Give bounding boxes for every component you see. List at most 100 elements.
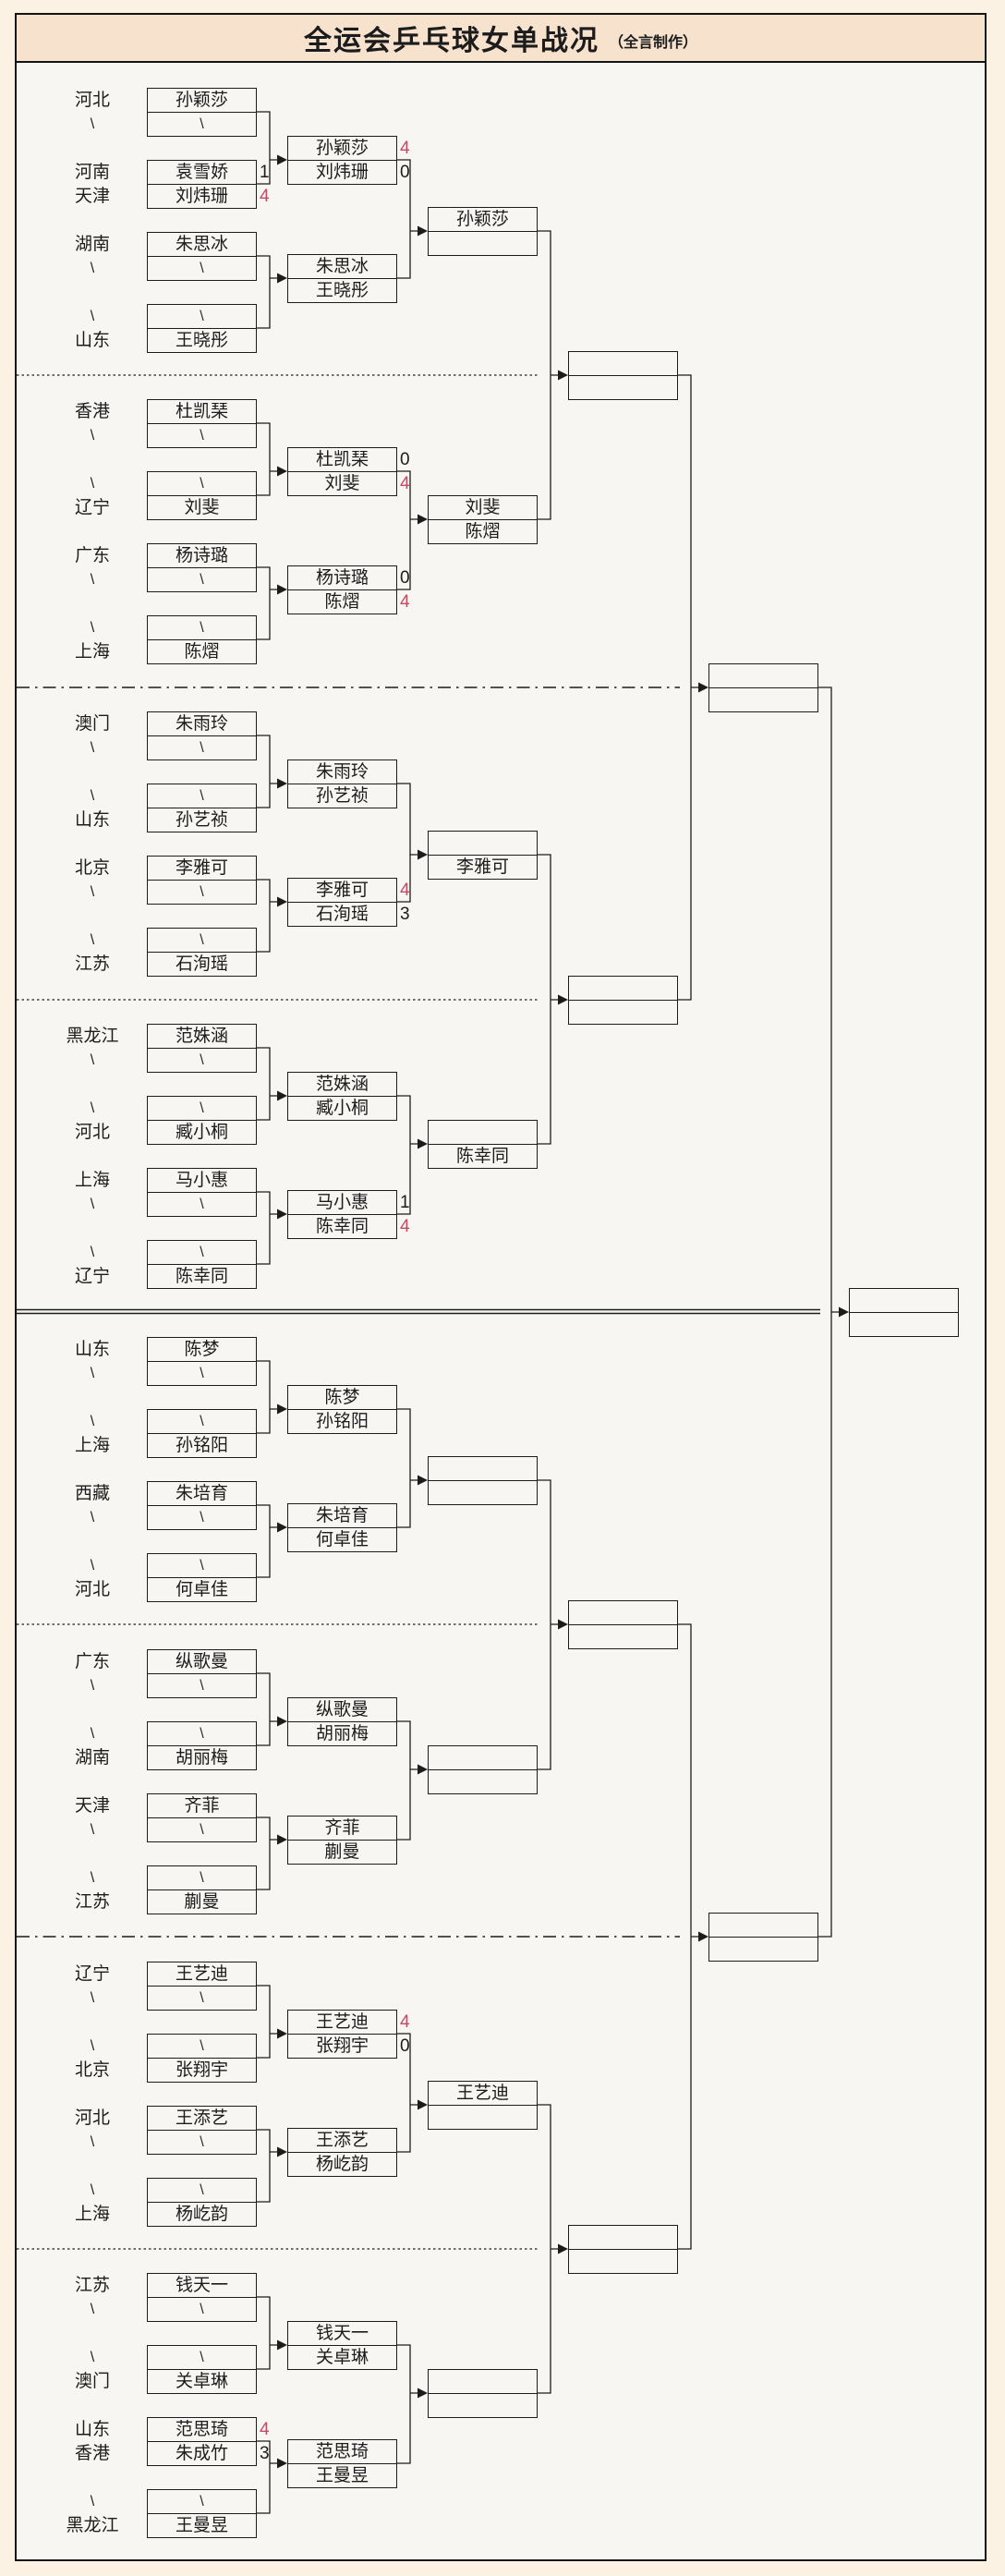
connector-line <box>257 1191 279 1265</box>
empty-box <box>428 1480 538 1505</box>
player-box: 王晓彤 <box>147 328 257 353</box>
bye-label: \ <box>90 261 95 276</box>
connector-line <box>257 2129 279 2203</box>
player-box: 胡丽梅 <box>287 1721 397 1746</box>
player-box: 钱天一 <box>147 2273 257 2298</box>
player-box: 袁雪娇 <box>147 160 257 185</box>
bye-box: \ <box>147 1817 257 1842</box>
arrow-icon <box>698 1931 708 1942</box>
bye-label: \ <box>90 1414 95 1429</box>
player-box: 蒯曼 <box>287 1840 397 1865</box>
bye-label: \ <box>90 476 95 492</box>
bye-box: \ <box>147 1505 257 1530</box>
bye-box: \ <box>147 784 257 808</box>
connector-line <box>257 1817 279 1890</box>
empty-box <box>428 1745 538 1770</box>
player-box: 齐菲 <box>147 1793 257 1818</box>
arrow-icon <box>418 1475 428 1486</box>
province-label: 山东 <box>74 1340 110 1359</box>
empty-box <box>708 687 818 712</box>
province-label: 澳门 <box>74 714 110 734</box>
player-box: 纵歌曼 <box>287 1697 397 1722</box>
player-box: 杨诗璐 <box>287 565 397 590</box>
bye-label: \ <box>90 572 95 588</box>
connector-line <box>257 422 279 496</box>
bye-box: \ <box>147 304 257 329</box>
player-box: 王添艺 <box>287 2128 397 2153</box>
province-label: 上海 <box>74 1171 110 1190</box>
bye-label: \ <box>90 2182 95 2198</box>
player-box: 杨屹韵 <box>147 2202 257 2227</box>
score-label: 4 <box>400 1217 410 1236</box>
player-box: 杜凯琹 <box>287 447 397 472</box>
score-label: 1 <box>400 1193 410 1212</box>
player-box: 蒯曼 <box>147 1889 257 1914</box>
player-box: 范思琦 <box>147 2417 257 2442</box>
empty-box <box>849 1312 959 1337</box>
province-label: 澳门 <box>74 2372 110 2391</box>
player-box: 朱雨玲 <box>287 759 397 784</box>
player-box: 孙铭阳 <box>287 1409 397 1434</box>
player-box: 何卓佳 <box>287 1527 397 1552</box>
bye-label: \ <box>90 116 95 132</box>
player-box: 范姝涵 <box>287 1072 397 1097</box>
bye-box: \ <box>147 112 257 137</box>
player-box: 朱培育 <box>287 1503 397 1528</box>
empty-box <box>428 1769 538 1794</box>
empty-box <box>428 2393 538 2418</box>
arrow-icon <box>277 2146 287 2157</box>
province-label: 湖南 <box>74 235 110 254</box>
player-box: 陈幸同 <box>287 1214 397 1239</box>
arrow-icon <box>277 1834 287 1845</box>
player-box: 王艺迪 <box>428 2081 538 2106</box>
arrow-icon <box>277 2028 287 2039</box>
player-box: 石洵瑶 <box>147 952 257 977</box>
arrow-icon <box>277 1716 287 1727</box>
bye-label: \ <box>90 1558 95 1574</box>
score-label: 0 <box>400 163 410 182</box>
province-label: 江苏 <box>74 1892 110 1912</box>
connector-line <box>397 2344 419 2464</box>
empty-box <box>568 375 678 400</box>
bye-label: \ <box>90 1052 95 1068</box>
connector-line <box>257 1360 279 1434</box>
province-label: 湖南 <box>74 1748 110 1768</box>
player-box: 王添艺 <box>147 2106 257 2131</box>
connector-line <box>397 1720 419 1841</box>
bye-box: \ <box>147 1361 257 1386</box>
bye-label: \ <box>90 1100 95 1116</box>
arrow-icon <box>277 1209 287 1220</box>
province-label: 辽宁 <box>74 1267 110 1286</box>
player-box: 齐菲 <box>287 1816 397 1841</box>
bye-label: \ <box>90 2038 95 2054</box>
bye-box: \ <box>147 2345 257 2370</box>
province-label: 山东 <box>74 810 110 830</box>
bye-box: \ <box>147 567 257 592</box>
player-box: 朱培育 <box>147 1481 257 1506</box>
connector-line <box>257 1985 279 2059</box>
empty-box <box>708 663 818 688</box>
player-box: 李雅可 <box>147 856 257 881</box>
empty-box <box>428 231 538 256</box>
province-label: 山东 <box>74 2420 110 2439</box>
province-label: 辽宁 <box>74 498 110 517</box>
arrow-icon <box>277 778 287 789</box>
arrow-icon <box>698 682 708 693</box>
player-box: 胡丽梅 <box>147 1745 257 1770</box>
connector-line <box>678 1623 700 2250</box>
player-box: 孙艺祯 <box>147 808 257 832</box>
bye-box: \ <box>147 1048 257 1073</box>
bye-label: \ <box>90 2494 95 2509</box>
arrow-icon <box>418 225 428 237</box>
bye-box: \ <box>147 423 257 448</box>
province-label: 北京 <box>74 858 110 878</box>
arrow-icon <box>418 2388 428 2399</box>
player-box: 范姝涵 <box>147 1024 257 1049</box>
bye-label: \ <box>90 1726 95 1742</box>
bye-box: \ <box>147 1409 257 1434</box>
bye-label: \ <box>90 1197 95 1212</box>
player-box: 杨诗璐 <box>147 543 257 568</box>
connector-line <box>257 1672 279 1746</box>
